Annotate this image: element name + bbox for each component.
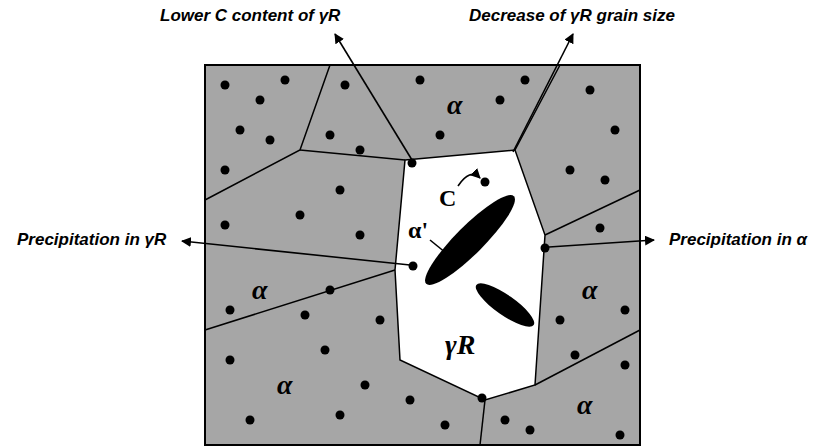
ferrite-grain: α xyxy=(252,276,268,304)
callout-label: Decrease of γR grain size xyxy=(469,7,675,26)
ferrite-grain: α xyxy=(277,371,293,399)
precipitates xyxy=(221,76,630,440)
phase-label: α xyxy=(277,371,293,399)
phase-label: C xyxy=(439,186,456,210)
grain-boundaries xyxy=(205,65,640,445)
callout-label: Precipitation in α xyxy=(669,231,807,250)
retained-austenite-grain xyxy=(395,150,545,400)
phase-label: γR xyxy=(445,331,475,359)
label-text: Precipitation in α xyxy=(669,231,807,250)
austenite-grain: γR xyxy=(445,331,475,359)
phase-label: α xyxy=(252,276,268,304)
ferrite-grain: α xyxy=(447,91,463,119)
callout-arrows xyxy=(182,34,654,265)
callout-label: Precipitation in γR xyxy=(17,231,166,250)
label-text: α' xyxy=(408,218,428,242)
phase-label: α xyxy=(447,91,463,119)
martensite-plates xyxy=(416,186,539,333)
alpha-matrix xyxy=(205,65,640,445)
ferrite-grain: α xyxy=(577,391,593,419)
label-text: C xyxy=(439,186,456,210)
phase-label: α' xyxy=(408,218,428,242)
label-text: Precipitation in γR xyxy=(17,231,166,250)
label-text: Lower C content of γR xyxy=(160,7,340,26)
label-text: Decrease of γR grain size xyxy=(469,7,675,26)
phase-label: α xyxy=(577,391,593,419)
callout-label: Lower C content of γR xyxy=(160,7,340,26)
phase-label: α xyxy=(582,276,598,304)
ferrite-grain: α xyxy=(582,276,598,304)
